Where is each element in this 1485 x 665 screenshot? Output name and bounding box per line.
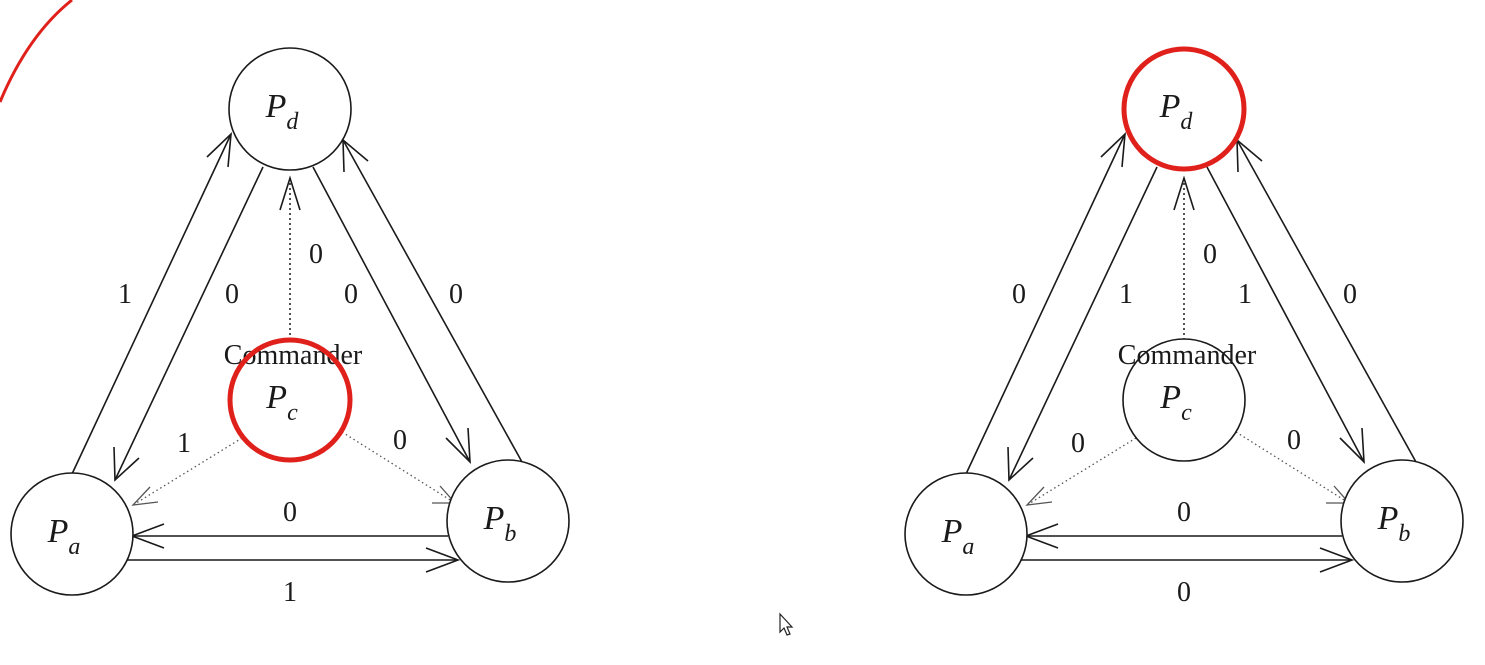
node-b-main: P: [483, 500, 505, 537]
edge-label-d-to-a: 0: [225, 279, 239, 310]
arrowhead-b-to-d: [1236, 138, 1263, 173]
svg-text:Pc: Pc: [1159, 379, 1192, 426]
svg-text:Pd: Pd: [265, 88, 300, 135]
diagram-left: 1 0 0 0 0 1 0 0 1 Pd Pc Pa Pb Commander: [10, 47, 570, 608]
edge-label-d-to-b: 0: [344, 279, 358, 310]
node-d-main: P: [1159, 88, 1181, 125]
edge-label-c-to-b: 0: [1287, 425, 1301, 456]
arrowhead-a-to-d: [206, 131, 232, 168]
edge-label-a-to-b: 1: [283, 577, 297, 608]
svg-text:Pa: Pa: [47, 513, 81, 560]
node-d-sub: d: [1180, 109, 1193, 135]
edge-label-b-to-a: 0: [1177, 497, 1191, 528]
node-a-main: P: [941, 513, 963, 550]
node-b-sub: b: [1398, 521, 1410, 547]
edge-a-to-d: [71, 133, 232, 475]
edge-d-to-b: [1206, 166, 1365, 463]
edge-d-to-a: [114, 166, 264, 481]
commander-label: Commander: [1118, 340, 1257, 371]
edge-label-c-to-a: 1: [177, 428, 191, 459]
arrowhead-c-to-d: [1173, 175, 1195, 211]
arrowhead-d-to-b: [445, 427, 471, 465]
highlight-ring-node-c: [227, 337, 353, 463]
edge-d-to-a: [1008, 166, 1158, 481]
arrowhead-c-to-a: [131, 486, 159, 506]
arrowhead-d-to-a: [113, 446, 140, 482]
edge-c-to-a: [132, 437, 243, 506]
arrowhead-c-to-d: [279, 175, 301, 211]
node-c-sub: c: [1181, 400, 1192, 426]
edge-label-a-to-d: 1: [118, 279, 132, 310]
edge-label-b-to-d: 0: [449, 279, 463, 310]
node-a-sub: a: [68, 534, 80, 560]
svg-text:Pb: Pb: [1377, 500, 1411, 547]
arrowhead-a-to-d: [1100, 131, 1126, 168]
node-b-sub: b: [504, 521, 516, 547]
edge-d-to-b: [312, 166, 471, 463]
svg-text:Pa: Pa: [941, 513, 975, 560]
node-d-sub: d: [286, 109, 299, 135]
node-c-main: P: [265, 379, 287, 416]
node-c-main: P: [1159, 379, 1181, 416]
node-d: Pd: [228, 47, 352, 171]
node-a: Pa: [10, 472, 134, 596]
highlight-ring-node-d: [1121, 46, 1247, 172]
edge-label-d-to-a: 1: [1119, 279, 1133, 310]
arrowhead-a-to-b: [1319, 547, 1355, 573]
edge-label-c-to-b: 0: [393, 425, 407, 456]
edge-label-c-to-a: 0: [1071, 428, 1085, 459]
edge-b-to-d: [342, 139, 523, 463]
edge-a-to-d: [965, 133, 1126, 475]
arrowhead-a-to-b: [425, 547, 461, 573]
node-d-main: P: [265, 88, 287, 125]
arrowhead-d-to-b: [1339, 427, 1365, 465]
node-a-main: P: [47, 513, 69, 550]
edge-label-d-to-b: 1: [1238, 279, 1252, 310]
node-a-sub: a: [962, 534, 974, 560]
svg-text:Pd: Pd: [1159, 88, 1194, 135]
edge-label-c-to-d: 0: [1203, 239, 1217, 270]
node-b: Pb: [1340, 459, 1464, 583]
edge-label-c-to-d: 0: [309, 239, 323, 270]
svg-text:Pc: Pc: [265, 379, 298, 426]
edge-label-a-to-d: 0: [1012, 279, 1026, 310]
node-a: Pa: [904, 472, 1028, 596]
node-c: Pc: [1122, 338, 1246, 462]
node-b-main: P: [1377, 500, 1399, 537]
arrowhead-b-to-d: [342, 138, 369, 173]
edge-b-to-d: [1236, 139, 1417, 463]
mouse-cursor-icon: [779, 612, 794, 636]
arrowhead-c-to-a: [1025, 486, 1053, 506]
diagram-right: 0 1 0 1 0 0 0 0 0 Pd Pc Pa Pb Commander: [904, 46, 1464, 608]
edge-label-b-to-a: 0: [283, 497, 297, 528]
node-c-sub: c: [287, 400, 298, 426]
svg-text:Pb: Pb: [483, 500, 517, 547]
edge-label-b-to-d: 0: [1343, 279, 1357, 310]
annotation-arc: [0, 0, 73, 103]
node-b: Pb: [446, 459, 570, 583]
edge-label-a-to-b: 0: [1177, 577, 1191, 608]
edge-c-to-a: [1026, 437, 1137, 506]
arrowhead-d-to-a: [1007, 446, 1034, 482]
